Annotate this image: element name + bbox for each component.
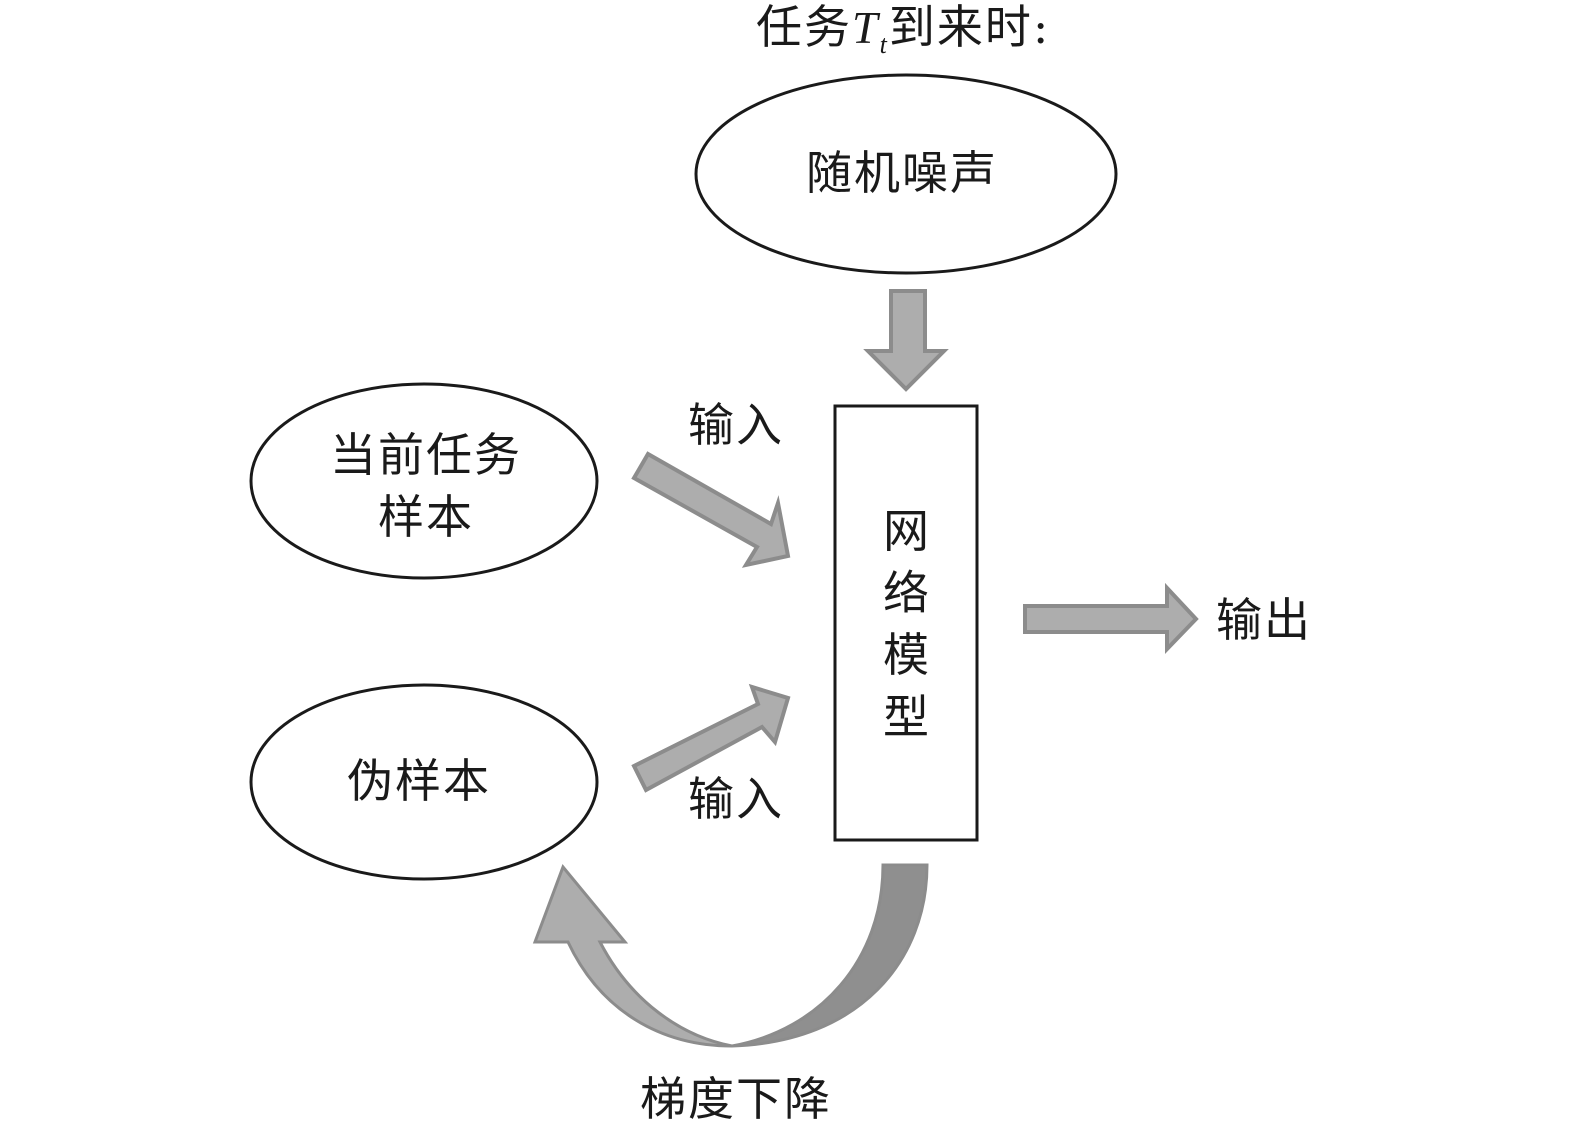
current-samples-label-line1: 当前任务 bbox=[330, 428, 522, 482]
network-model-char: 络 bbox=[883, 566, 929, 620]
output-label: 输出 bbox=[1216, 593, 1312, 647]
network-model-label: 网 络 模 型 bbox=[876, 500, 936, 748]
noise-to-model-arrow bbox=[863, 289, 949, 392]
output-arrow bbox=[1023, 582, 1199, 654]
gradient-descent-arrow bbox=[532, 864, 733, 1048]
title-task-variable: Tt bbox=[852, 2, 889, 59]
current-samples-input-arrow bbox=[631, 451, 791, 568]
diagram-title: 任务Tt到来时: bbox=[756, 4, 1050, 58]
network-model-char: 模 bbox=[883, 628, 929, 682]
current-samples-ellipse bbox=[249, 382, 599, 580]
network-model-box bbox=[833, 404, 979, 842]
gradient-descent-curve-dark bbox=[731, 863, 929, 1048]
pseudo-samples-label: 伪样本 bbox=[347, 754, 491, 808]
title-prefix: 任务 bbox=[756, 0, 852, 54]
gradient-descent-label: 梯度下降 bbox=[640, 1072, 832, 1126]
network-model-char: 型 bbox=[883, 690, 929, 744]
input-label-bottom: 输入 bbox=[688, 772, 784, 826]
current-samples-label-line2: 样本 bbox=[378, 490, 474, 544]
input-label-top: 输入 bbox=[688, 398, 784, 452]
pseudo-samples-ellipse bbox=[249, 683, 599, 881]
noise-ellipse bbox=[694, 73, 1118, 275]
title-suffix: 到来时: bbox=[888, 0, 1051, 54]
noise-label: 随机噪声 bbox=[806, 146, 998, 200]
network-model-char: 网 bbox=[883, 504, 929, 558]
pseudo-samples-input-arrow bbox=[631, 683, 791, 793]
